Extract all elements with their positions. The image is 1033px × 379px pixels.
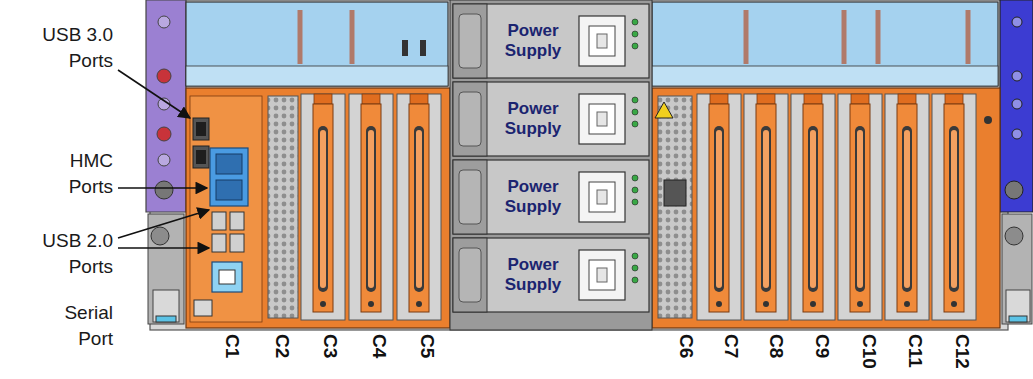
slot-number: C10 (859, 334, 879, 369)
slot-number: C4 (369, 334, 389, 358)
left-ear (146, 0, 186, 212)
callout-label: USB 3.0 Ports (31, 22, 113, 74)
callout-label: Serial Port (31, 300, 113, 352)
slot-number: C7 (721, 334, 741, 358)
top-tray (186, 2, 998, 86)
slot-number: C6 (676, 334, 696, 358)
leader-arrows (118, 70, 209, 248)
power-supply: Power Supply (453, 160, 649, 234)
chassis (150, 0, 1008, 330)
callout-label: USB 2.0 Ports (31, 228, 113, 280)
right-ear (1000, 0, 1033, 212)
slot-number: C1 (222, 334, 242, 358)
slot-number: C5 (417, 334, 437, 358)
power-supply: Power Supply (453, 4, 649, 78)
power-supply: Power Supply (453, 82, 649, 156)
slot-number: C3 (320, 334, 340, 358)
callout-label: HMC Ports (31, 148, 113, 200)
power-supply-label: Power Supply (491, 21, 575, 61)
slot-number: C11 (905, 334, 925, 368)
slot-number: C8 (766, 334, 786, 358)
power-supply: Power Supply (453, 238, 649, 312)
ports (193, 118, 248, 316)
slot-number: C2 (272, 334, 292, 358)
slot-number: C12 (952, 334, 972, 369)
power-supply-label: Power Supply (491, 255, 575, 295)
power-supply-units (450, 0, 652, 330)
slot-number: C9 (812, 334, 832, 358)
power-supply-label: Power Supply (491, 99, 575, 139)
power-supply-label: Power Supply (491, 177, 575, 217)
